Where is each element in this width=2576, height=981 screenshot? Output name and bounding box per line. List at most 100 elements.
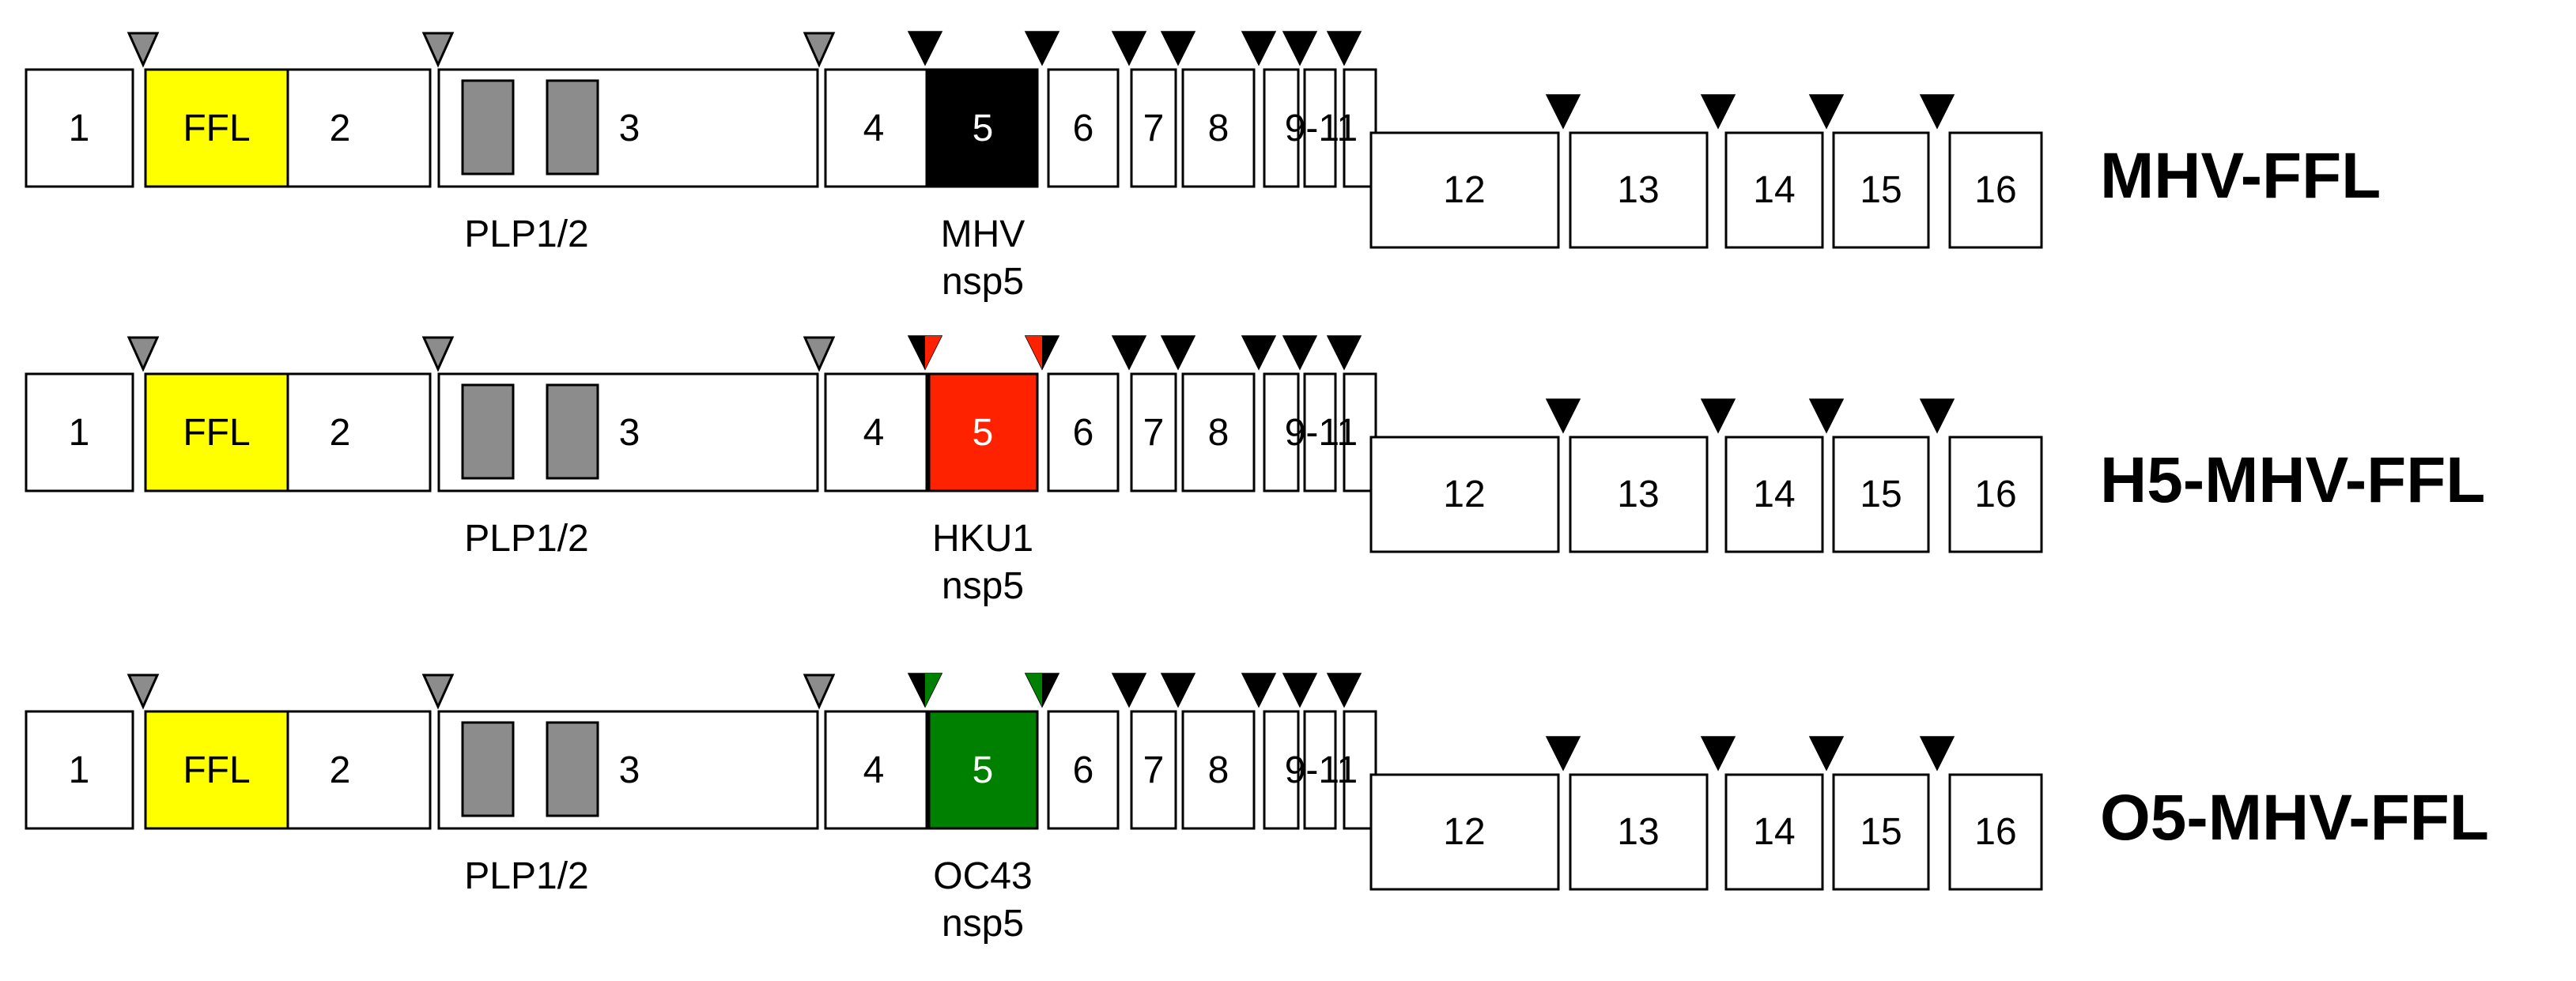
black-downward-triangle-icon: [1111, 335, 1147, 371]
segment-label: 16: [1974, 474, 2016, 515]
segment-nsp15: [1832, 773, 1930, 891]
segment-nsp4: [824, 372, 928, 492]
black-downward-triangle-icon: [1241, 31, 1277, 66]
segment-label: FFL: [183, 412, 250, 454]
black-downward-triangle-icon: [1111, 673, 1147, 708]
segment-nsp14: [1724, 773, 1824, 891]
segment-label: 9-11: [1285, 412, 1358, 454]
cleavage-site-markers: [127, 31, 1955, 130]
plp-caption: PLP1/2: [464, 855, 588, 897]
segment-nsp14: [1724, 131, 1824, 249]
segment-label: 12: [1443, 474, 1485, 515]
construct-name: O5-MHV-FFL: [2100, 782, 2489, 854]
segment-nsp8: [1181, 68, 1256, 188]
segment-nsp9: [1263, 372, 1300, 492]
segment-label: FFL: [183, 108, 250, 149]
segment-label: 9-11: [1285, 749, 1358, 791]
segment-nsp10: [1303, 372, 1337, 492]
segment-label: 1: [69, 412, 90, 454]
nsp5-caption: nsp5: [942, 565, 1024, 607]
segment-nsp4: [824, 710, 928, 830]
segment-nsp16: [1948, 131, 2043, 249]
black-downward-triangle-icon: [1326, 673, 1362, 708]
nsp5-caption: HKU1: [932, 518, 1033, 560]
segment-nsp7: [1130, 710, 1177, 830]
black-downward-triangle-icon: [1808, 736, 1845, 772]
black-downward-triangle-icon: [1282, 673, 1318, 708]
segment-label: 16: [1974, 811, 2016, 853]
black-downward-triangle-icon: [1241, 335, 1277, 371]
gray-downward-triangle-icon: [803, 32, 836, 68]
segment-nsp13: [1569, 773, 1709, 891]
segment-label: 6: [1073, 749, 1094, 791]
segment-ffl: [144, 372, 289, 492]
segment-nsp7: [1130, 372, 1177, 492]
black-downward-triangle-icon: [1808, 398, 1845, 434]
gray-downward-triangle-icon: [127, 336, 160, 372]
cleavage-site-markers: [127, 673, 1955, 772]
segment-label: 2: [330, 412, 351, 454]
segment-label: 2: [330, 749, 351, 791]
segment-nsp8: [1181, 372, 1256, 492]
black-downward-triangle-icon: [1700, 736, 1736, 772]
nsp5-caption: OC43: [933, 855, 1032, 897]
segment-nsp14: [1724, 436, 1824, 553]
segment-nsp13: [1569, 131, 1709, 249]
segment-label: 7: [1143, 412, 1165, 454]
construct-row: 1 FFL 2 3 4 5 6 7 8 9-11 12 13 14 15 16 …: [25, 31, 2381, 303]
segment-nsp9: [1263, 710, 1300, 830]
segment-label: 1: [69, 749, 90, 791]
segment-label: 8: [1208, 108, 1229, 149]
gray-downward-triangle-icon: [421, 673, 455, 710]
segment-label: 13: [1617, 474, 1659, 515]
segment-nsp5: [927, 710, 1039, 830]
segment-nsp6: [1047, 68, 1120, 188]
black-downward-triangle-icon: [1700, 398, 1736, 434]
segment-nsp1: [25, 372, 134, 492]
segment-label: 15: [1860, 474, 1902, 515]
segment-ffl: [144, 68, 289, 188]
construct-row: 1 FFL 2 3 4 5 6 7 8 9-11 12 13 14 15 16 …: [25, 673, 2489, 945]
black-downward-triangle-icon: [1326, 31, 1362, 66]
segment-nsp5: [927, 372, 1039, 492]
segment-label: 12: [1443, 811, 1485, 853]
segment-label: 3: [619, 108, 640, 149]
tinted-cleavage-site-icon: [1025, 673, 1042, 707]
segment-label: 13: [1617, 169, 1659, 211]
construct-name: H5-MHV-FFL: [2100, 444, 2485, 516]
segment-label: 14: [1753, 169, 1795, 211]
segment-label: FFL: [183, 749, 250, 791]
gray-downward-triangle-icon: [803, 336, 836, 372]
black-downward-triangle-icon: [1545, 398, 1581, 434]
gray-downward-triangle-icon: [421, 32, 455, 68]
plp1-domain: [461, 383, 515, 480]
segment-label: 7: [1143, 108, 1165, 149]
segment-label: 8: [1208, 749, 1229, 791]
segment-label: 4: [863, 412, 885, 454]
gray-downward-triangle-icon: [803, 673, 836, 710]
segment-nsp16: [1948, 773, 2043, 891]
segment-nsp6: [1047, 372, 1120, 492]
nsp5-caption: nsp5: [942, 261, 1024, 303]
segment-nsp2: [286, 710, 432, 830]
segment-label: 15: [1860, 169, 1902, 211]
segment-nsp5: [927, 68, 1039, 188]
segment-label: 7: [1143, 749, 1165, 791]
tinted-cleavage-site-icon: [925, 336, 942, 369]
segment-label: 3: [619, 412, 640, 454]
segment-nsp11: [1343, 68, 1377, 188]
segment-nsp7: [1130, 68, 1177, 188]
segment-nsp8: [1181, 710, 1256, 830]
segment-nsp6: [1047, 710, 1120, 830]
plp2-domain: [546, 383, 599, 480]
segment-label: 5: [973, 749, 994, 791]
segment-nsp16: [1948, 436, 2043, 553]
black-downward-triangle-icon: [1241, 673, 1277, 708]
black-downward-triangle-icon: [1545, 736, 1581, 772]
segment-label: 13: [1617, 811, 1659, 853]
black-downward-triangle-icon: [1326, 335, 1362, 371]
segment-label: 1: [69, 108, 90, 149]
segment-label: 14: [1753, 474, 1795, 515]
black-downward-triangle-icon: [1160, 335, 1196, 371]
